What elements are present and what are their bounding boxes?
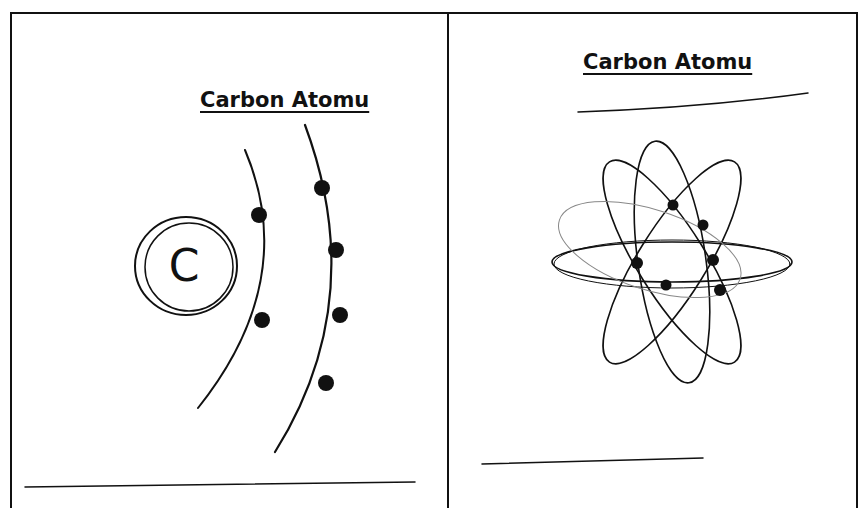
electron (254, 312, 270, 328)
nucleus-circle: C (132, 212, 240, 320)
title-stroke (578, 93, 808, 112)
electron (631, 257, 643, 269)
element-symbol: C (169, 244, 200, 288)
electron (318, 375, 334, 391)
outer-shell (275, 125, 331, 452)
answer-line (25, 482, 415, 487)
orbit (621, 136, 722, 387)
orbit (581, 144, 764, 380)
orbit (547, 182, 752, 317)
electron (714, 284, 726, 296)
panel-title: Carbon Atomu (200, 88, 369, 112)
electron (328, 242, 344, 258)
orbit (552, 242, 792, 282)
electrons (251, 180, 726, 391)
panel-title: Carbon Atomu (583, 50, 752, 74)
orbit (554, 240, 790, 288)
electron (314, 180, 330, 196)
electron (661, 280, 672, 291)
electron (698, 220, 709, 231)
electron (707, 254, 719, 266)
electron (251, 207, 267, 223)
electron (668, 200, 679, 211)
electron (332, 307, 348, 323)
answer-panel: Carbon Atomu (447, 12, 858, 508)
answer-line (482, 458, 703, 464)
answer-panel: Carbon AtomuC (10, 12, 449, 508)
orbit (581, 144, 764, 380)
